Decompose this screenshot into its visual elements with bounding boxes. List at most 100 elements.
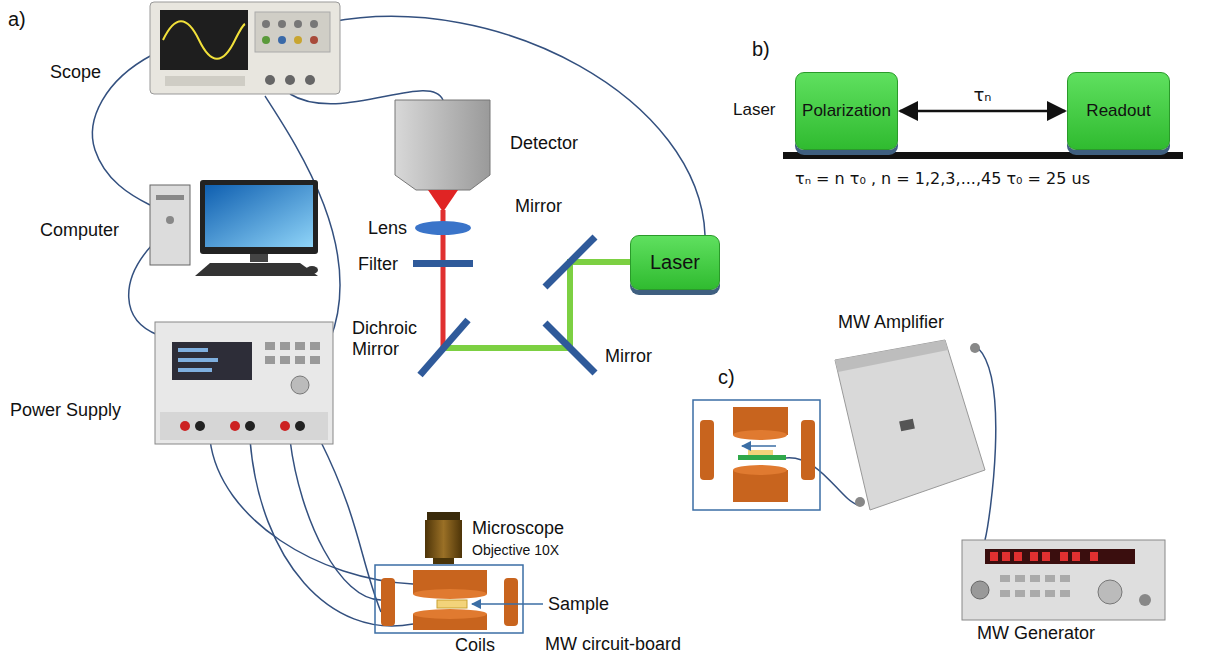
laser-box: Laser (630, 235, 720, 290)
optics-part (413, 260, 473, 267)
power-supply (155, 322, 333, 444)
part-label: Coils (455, 635, 495, 656)
mw-generator-part (1090, 552, 1098, 561)
oscilloscope-part (278, 36, 286, 44)
wires (92, 16, 995, 626)
power-supply-part (280, 356, 290, 364)
power-supply-part (295, 421, 305, 431)
coil-assembly-part (375, 565, 523, 633)
mw-amplifier-part (835, 340, 985, 510)
coil-assembly (375, 565, 543, 633)
optics-part (427, 512, 460, 520)
mw-amplifier-part (835, 340, 948, 372)
computer (150, 180, 318, 276)
mw-generator-part (1139, 594, 1151, 606)
timing-baseline (783, 152, 1183, 159)
mw-generator-part (1060, 590, 1070, 597)
oscilloscope-part (285, 75, 295, 85)
mw-generator-part (962, 540, 1165, 620)
computer-part (205, 185, 313, 247)
mw-generator-part (1002, 552, 1010, 561)
power-supply-part (310, 342, 320, 350)
part-label: Sample (548, 594, 609, 615)
power-supply-part (172, 342, 252, 380)
box-text: Readout (1086, 101, 1150, 121)
computer-part (306, 266, 318, 274)
power-supply-part (295, 356, 305, 364)
optics-part (428, 190, 458, 212)
oscilloscope-part (310, 20, 318, 28)
oscilloscope-part (278, 20, 286, 28)
timing-formula: τₙ = n τ₀ , n = 1,2,3,...,45 τ₀ = 25 us (795, 170, 1090, 188)
device-label: Computer (40, 220, 119, 241)
mw-generator (962, 540, 1165, 620)
mw-amplifier-part (899, 419, 915, 432)
coil-assembly-part (472, 603, 543, 605)
edge-label: τₙ (970, 84, 994, 105)
timing-baseline-part (783, 152, 1183, 159)
mw-coil-assembly-part (733, 430, 787, 440)
power-supply-part (180, 421, 190, 431)
device-label: Scope (50, 62, 101, 83)
mw-generator-part (1060, 575, 1070, 582)
power-supply-part (160, 412, 328, 440)
interval-arrow (900, 110, 1065, 113)
optics-part (545, 237, 595, 287)
pulse-box: Polarization (795, 72, 898, 150)
coil-assembly-part (413, 589, 487, 599)
optic-label: Objective 10X (472, 542, 559, 558)
power-supply-part (265, 356, 275, 364)
optics-part (433, 558, 454, 564)
mw-generator-part (1030, 575, 1040, 582)
mw-generator-part (1098, 580, 1122, 604)
optics-part (425, 520, 462, 558)
computer-part (195, 263, 318, 276)
optics-part (443, 262, 630, 348)
power-supply-part (280, 342, 290, 350)
oscilloscope-part (265, 75, 275, 85)
wires-part (786, 458, 858, 505)
mw-coil-assembly (693, 400, 820, 510)
coil-assembly-part (413, 609, 487, 619)
mw-amplifier (835, 340, 985, 510)
mw-coil-assembly-part (738, 455, 786, 460)
optic-label: Dichroic Mirror (352, 318, 430, 359)
device-label: Detector (510, 133, 578, 154)
optic-label: Lens (368, 218, 407, 239)
mw-coil-assembly-part (801, 420, 815, 480)
power-supply-part (295, 342, 305, 350)
mw-generator-part (971, 581, 989, 599)
optics-part (441, 348, 446, 518)
optic-label: Filter (358, 254, 398, 275)
mw-generator-part (1060, 552, 1068, 561)
oscilloscope-part (160, 10, 248, 70)
device-label: MW Amplifier (838, 312, 944, 333)
power-supply-part (155, 322, 333, 444)
optics-part (545, 323, 595, 373)
optics (395, 100, 630, 564)
mw-generator-part (1000, 590, 1010, 597)
wires-part (210, 440, 413, 584)
oscilloscope-part (255, 12, 330, 52)
mw-generator-part (985, 549, 1135, 564)
wires-part (290, 440, 381, 600)
oscilloscope-part (294, 36, 302, 44)
mw-generator-part (1072, 552, 1080, 561)
mw-coil-assembly-part (742, 445, 776, 447)
oscilloscope-part (310, 36, 318, 44)
power-supply-part (291, 376, 309, 394)
oscilloscope-part (165, 76, 245, 86)
mw-generator-part (990, 552, 998, 561)
optic-label: Microscope (472, 518, 564, 539)
mw-generator-part (1045, 590, 1055, 597)
wires-part (250, 440, 413, 626)
coil-assembly-part (504, 578, 518, 626)
computer-part (166, 216, 174, 224)
box-text: Polarization (802, 101, 891, 121)
wires-part (92, 55, 152, 205)
coil-assembly-part (437, 600, 467, 608)
mw-amplifier-part (970, 343, 980, 353)
power-supply-part (178, 348, 208, 352)
